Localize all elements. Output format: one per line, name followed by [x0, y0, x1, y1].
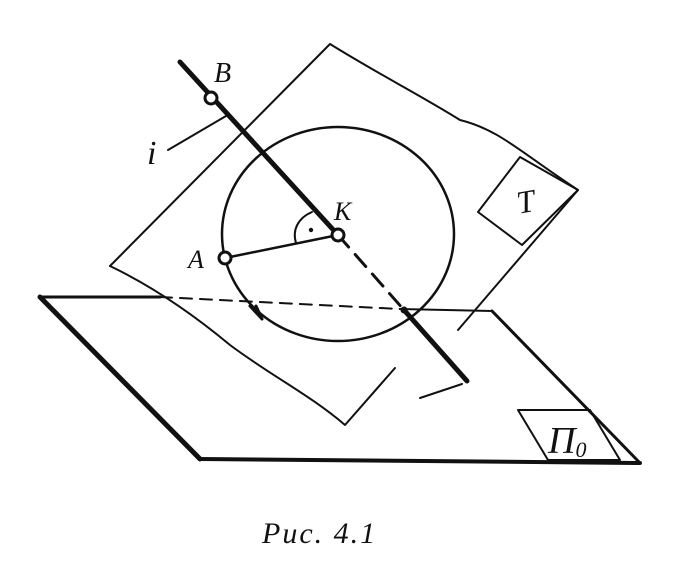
- label-pi0-subscript: 0: [575, 437, 586, 462]
- pi0-front-edge: [198, 457, 642, 465]
- plane-t: [109, 43, 579, 426]
- plane-t-outline: [109, 43, 579, 331]
- label-pi0: Π0: [547, 420, 586, 462]
- pi0-right-edge: [490, 309, 642, 465]
- axis-plane-intersection: [400, 306, 408, 314]
- axis-i-upper: [177, 59, 341, 238]
- label-t: T: [514, 182, 540, 221]
- point-k: [330, 227, 346, 243]
- point-b: [203, 90, 219, 106]
- radius-ak: [223, 233, 340, 260]
- pi0-back-edge-hidden: [159, 296, 401, 310]
- label-box-pi0: Π0: [517, 409, 621, 462]
- axis-i: [177, 59, 470, 384]
- label-a: A: [186, 245, 204, 274]
- rotation-circle: [220, 125, 456, 343]
- label-box-t: T: [477, 156, 579, 246]
- right-angle-arc: [293, 211, 313, 244]
- label-box-pi0-frame: [517, 409, 621, 461]
- label-b: B: [214, 58, 231, 89]
- plane-pi0: [37, 294, 642, 465]
- pi0-left-edge: [37, 294, 203, 462]
- label-pi0-symbol: Π: [547, 420, 578, 462]
- circle-direction-arrow: [248, 304, 264, 321]
- axis-i-lower: [401, 307, 470, 384]
- point-a: [217, 250, 233, 266]
- figure-caption: Рис. 4.1: [261, 517, 377, 550]
- label-k: K: [333, 197, 353, 226]
- label-i: i: [147, 135, 156, 172]
- plane-t-lower-wavy-edge: [109, 265, 396, 426]
- plane-t-fold-line: [419, 383, 463, 399]
- leader-i: [167, 115, 227, 151]
- label-box-t-frame: [477, 156, 579, 246]
- pi0-back-edge-right: [399, 308, 493, 312]
- right-angle-dot: [308, 227, 314, 233]
- axis-i-hidden: [336, 233, 406, 312]
